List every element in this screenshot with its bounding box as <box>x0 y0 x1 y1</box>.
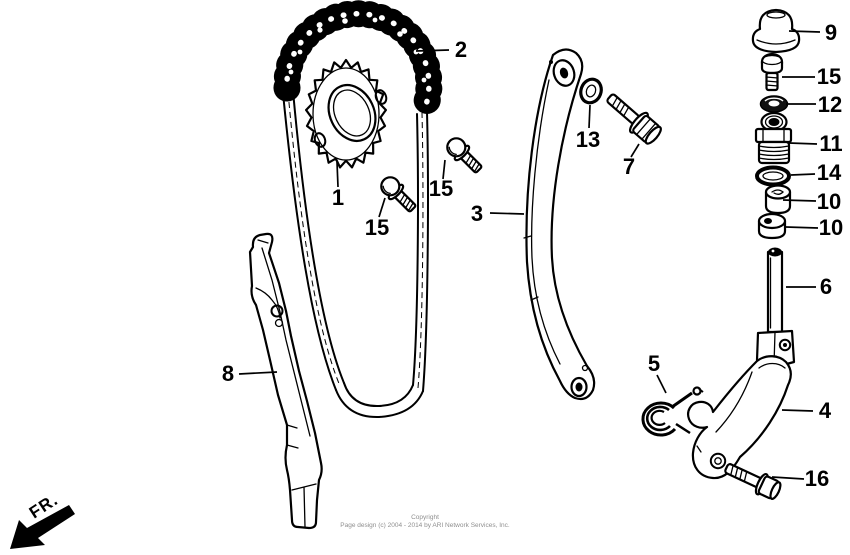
rod-clevis-hole <box>778 338 792 352</box>
callout-15-column-label: 15 <box>817 64 841 89</box>
callout-2-label: 2 <box>455 37 467 62</box>
copyright-notice: Copyright Page design (c) 2004 - 2014 by… <box>275 514 575 530</box>
chain-guide-drawing <box>248 232 323 530</box>
callout-15-mid-label: 15 <box>429 176 453 201</box>
callout-1-label: 1 <box>332 185 344 210</box>
callout-11-label: 11 <box>819 131 842 156</box>
o-ring-drawing <box>755 165 791 187</box>
leader-line <box>788 142 818 145</box>
callout-7-label: 7 <box>623 154 635 179</box>
callout-13-label: 13 <box>576 127 600 152</box>
callout-10-upper-label: 10 <box>817 189 841 214</box>
bolt-7-drawing <box>606 93 662 145</box>
callout-3-label: 3 <box>471 201 483 226</box>
tensioner-blade-drawing <box>523 48 596 401</box>
bolt-16-drawing <box>724 463 782 500</box>
cam-chain-drawing <box>273 0 443 419</box>
sprocket-bolt-hole <box>374 89 388 105</box>
leader-line <box>785 226 819 229</box>
callout-4-label: 4 <box>819 398 832 423</box>
callout-14-label: 14 <box>817 160 842 185</box>
washer-13-drawing <box>579 77 603 105</box>
leader-line <box>378 197 386 218</box>
leader-line <box>790 173 816 176</box>
leader-line <box>415 49 450 52</box>
bolt-15-mid-drawing <box>446 137 483 174</box>
copyright-line1: Copyright <box>411 514 439 521</box>
damper-upper-drawing <box>764 184 792 215</box>
callout-8-label: 8 <box>222 361 234 386</box>
leader-line <box>336 161 339 188</box>
fr-direction-indicator: FR. <box>10 490 75 549</box>
washer-12-drawing <box>759 95 789 113</box>
cam-sprocket-drawing <box>305 58 388 169</box>
fr-arrow-icon <box>10 505 75 549</box>
tensioner-cap-drawing <box>751 8 801 54</box>
callout-10-lower-label: 10 <box>819 215 843 240</box>
leader-line <box>630 143 640 158</box>
chain-link-highlights <box>288 17 427 83</box>
tensioner-arm-drawing <box>687 355 792 480</box>
leader-line <box>781 409 814 412</box>
callout-15-left-label: 15 <box>365 215 389 240</box>
guide-pivot-hole <box>270 304 284 318</box>
bolt-15-column-drawing <box>760 52 784 92</box>
callout-9-label: 9 <box>825 20 837 45</box>
leader-line <box>788 30 821 33</box>
bolt-15-left-drawing <box>380 176 417 213</box>
arm-pivot-hole <box>709 452 727 470</box>
adjuster-screw-drawing <box>754 111 793 165</box>
leader-line <box>771 476 805 480</box>
leader-line <box>782 199 817 202</box>
callout-5-label: 5 <box>648 351 660 376</box>
leader-line <box>238 371 278 375</box>
leader-line <box>489 212 525 215</box>
sprocket-bolt-hole <box>313 132 327 148</box>
callout-16-label: 16 <box>805 466 829 491</box>
callouts: 1 2 3 4 5 6 7 8 9 10 10 11 12 13 14 15 1 <box>222 20 843 491</box>
leader-line <box>588 104 591 129</box>
damper-lower-drawing <box>757 212 787 240</box>
callout-6-label: 6 <box>820 274 832 299</box>
leader-line <box>656 374 667 394</box>
push-rod-drawing <box>755 247 796 368</box>
tensioner-spring-drawing <box>641 386 704 437</box>
leader-line <box>442 159 446 180</box>
callout-12-label: 12 <box>818 92 842 117</box>
copyright-line2: Page design (c) 2004 - 2014 by ARI Netwo… <box>340 522 510 529</box>
